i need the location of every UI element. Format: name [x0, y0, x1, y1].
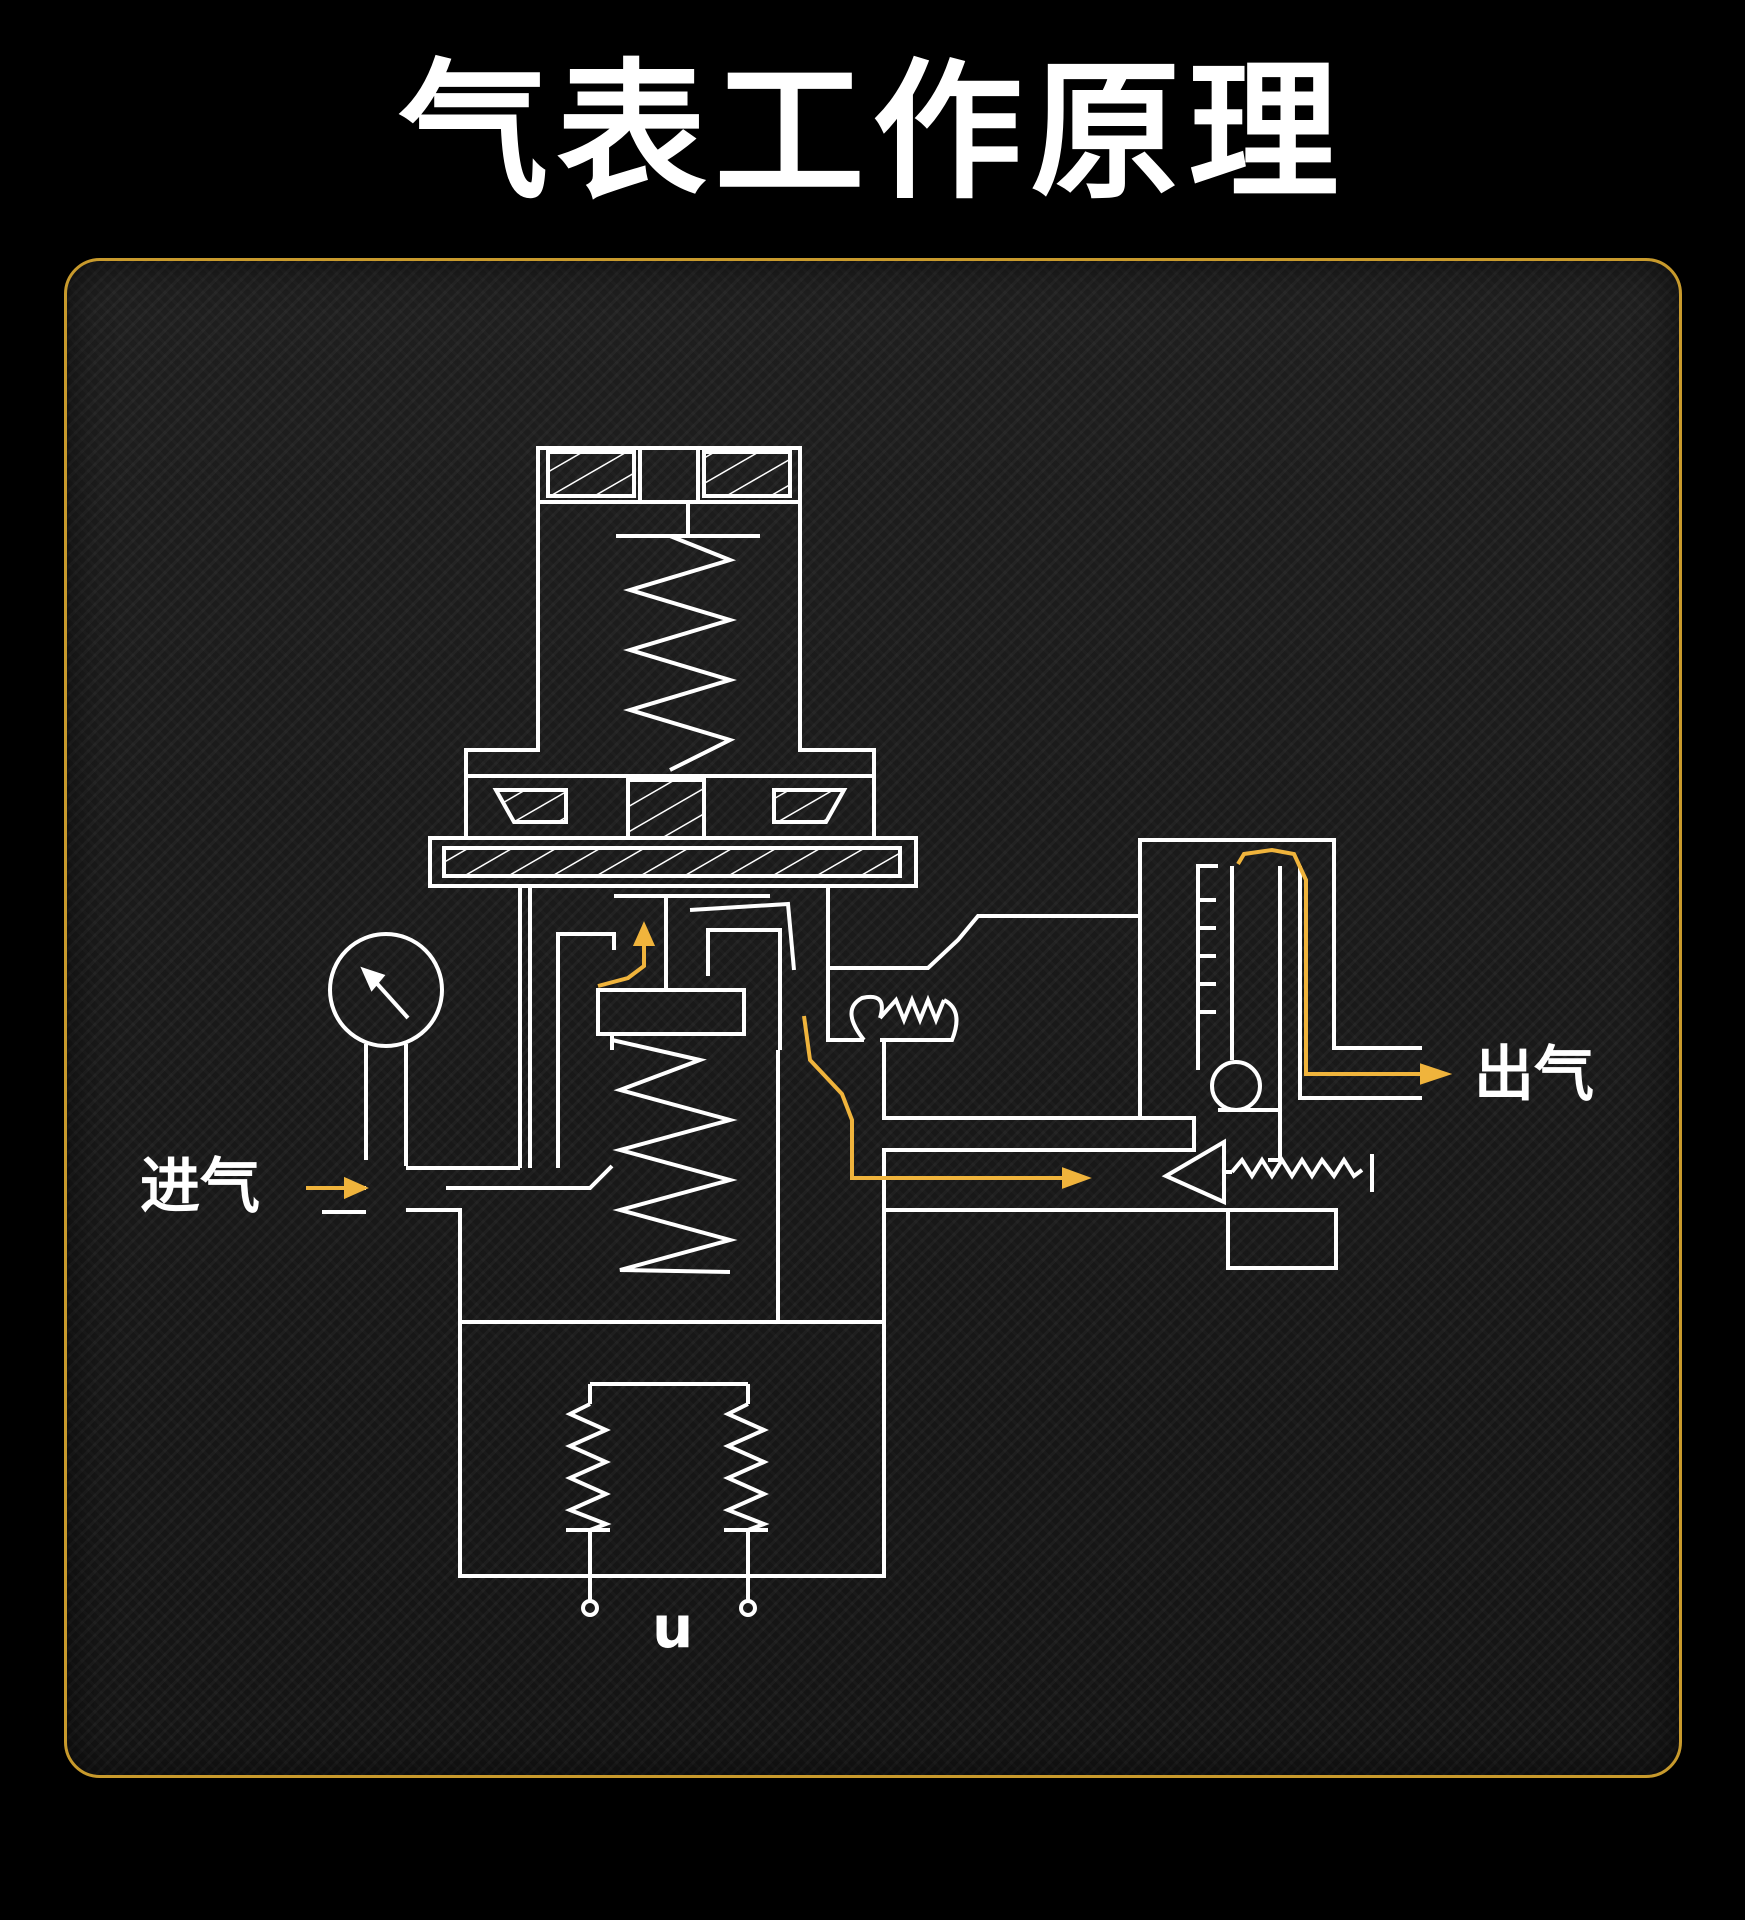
lower-housing	[458, 1050, 886, 1578]
top-cap	[536, 446, 802, 504]
outlet-riser	[1138, 838, 1422, 1162]
pressure-gauge	[328, 932, 444, 1166]
outlet-label: 出气	[1474, 1040, 1594, 1110]
top-spring	[623, 534, 737, 772]
voltage-label: u	[652, 1593, 694, 1661]
electromagnet	[564, 1382, 770, 1617]
page-title: 气表工作原理	[398, 46, 1347, 220]
flow-arrows	[306, 847, 1453, 1200]
upper-housing	[464, 502, 876, 776]
diaphragm	[428, 774, 918, 888]
valve-spring	[611, 1038, 738, 1274]
relief-valve	[1161, 1138, 1374, 1206]
middle-body	[518, 886, 830, 1168]
inlet-label: 进气	[140, 1152, 260, 1222]
